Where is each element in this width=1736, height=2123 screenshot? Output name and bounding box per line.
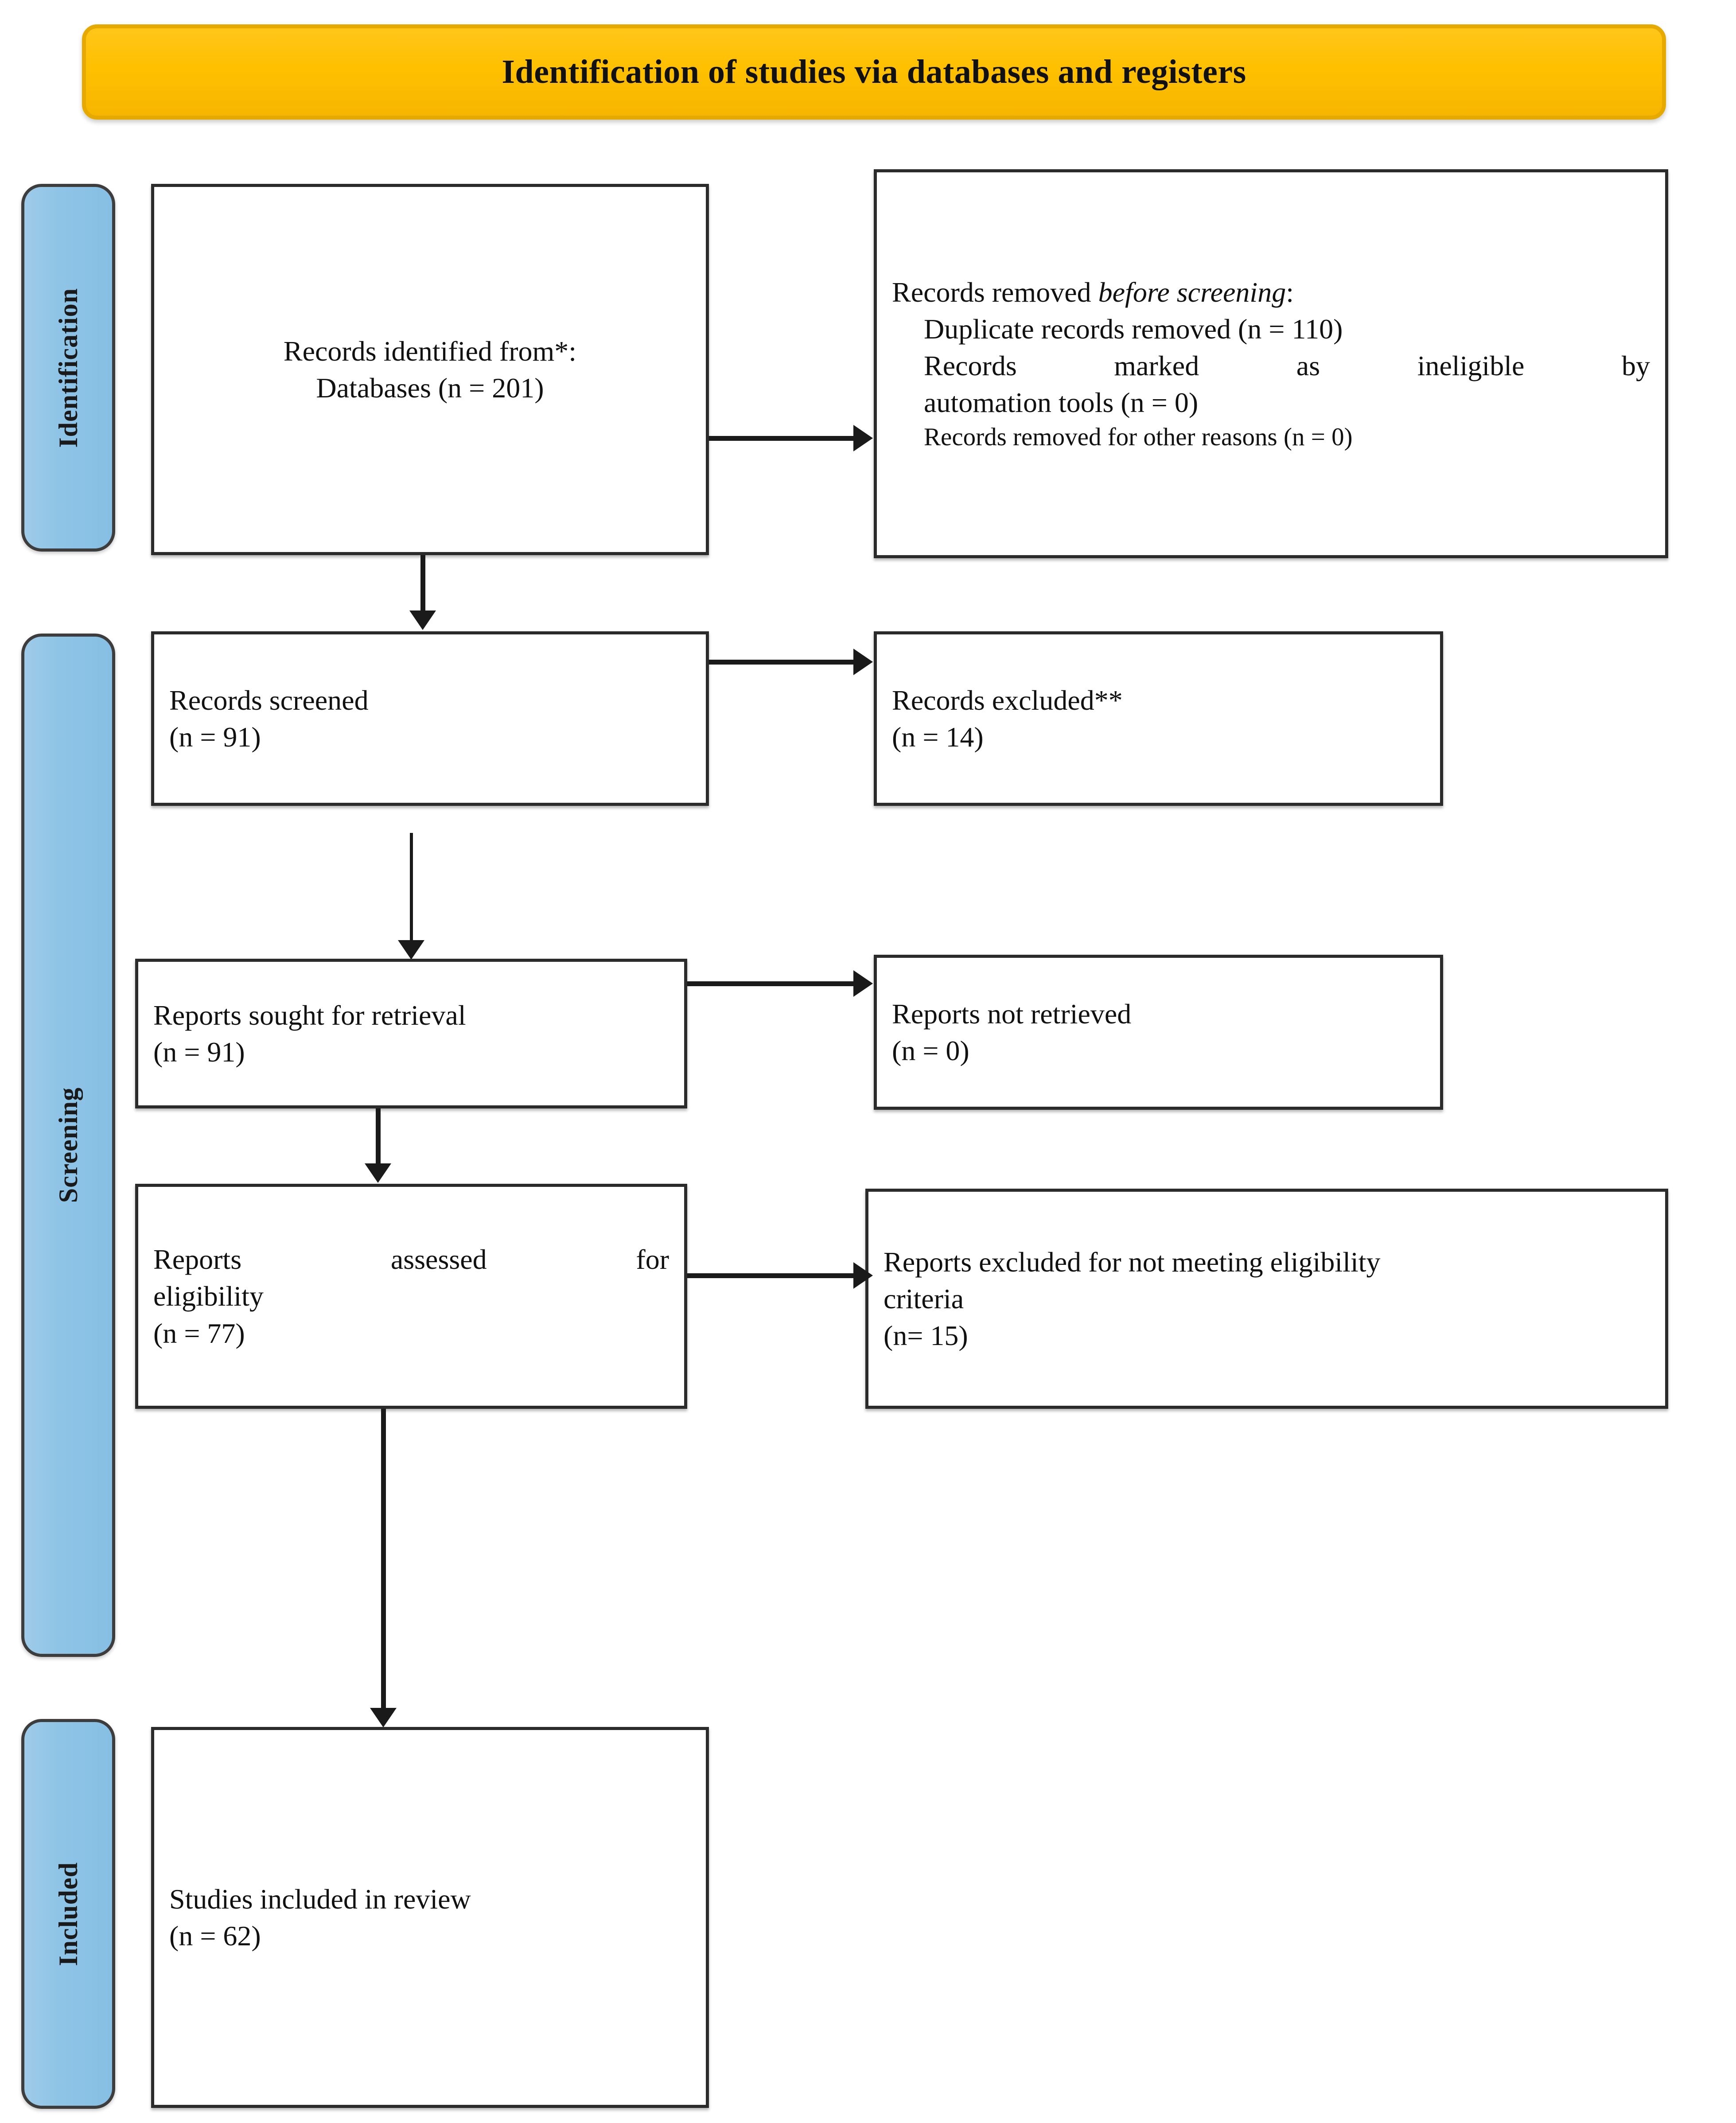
box-studies-included: Studies included in review (n = 62) [151, 1727, 709, 2108]
diagram-header-banner: Identification of studies via databases … [82, 24, 1666, 120]
records-screened-line1: Records screened [169, 684, 369, 716]
studies-included-line1: Studies included in review [169, 1883, 471, 1915]
reports-excluded-line3: (n= 15) [884, 1320, 968, 1352]
records-screened-line2: (n = 91) [169, 721, 261, 753]
phase-bar-included: Included [21, 1719, 115, 2109]
connector-sought-to-not-retrieved [687, 981, 856, 986]
connector-identified-to-removed [709, 436, 855, 441]
arrowhead-screened-to-reports-sought [398, 940, 424, 960]
reports-assessed-line1: Reports assessed for [153, 1244, 669, 1275]
connector-screened-to-reports-sought [410, 833, 413, 955]
box-records-identified: Records identified from*: Databases (n =… [151, 184, 709, 555]
records-excluded-line2: (n = 14) [892, 721, 984, 753]
connector-assessed-to-included [381, 1409, 386, 1710]
reports-sought-line1: Reports sought for retrieval [153, 999, 466, 1031]
reports-sought-line2: (n = 91) [153, 1036, 245, 1068]
box-reports-excluded: Reports excluded for not meeting eligibi… [865, 1189, 1668, 1409]
reports-assessed-line2: eligibility [153, 1280, 264, 1312]
box-reports-sought: Reports sought for retrieval (n = 91) [135, 959, 687, 1108]
arrowhead-assessed-to-included [370, 1708, 397, 1727]
arrowhead-assessed-to-excluded [853, 1262, 873, 1289]
studies-included-line2: (n = 62) [169, 1920, 261, 1952]
reports-excluded-line2: criteria [884, 1283, 964, 1314]
arrowhead-identified-to-screened [409, 610, 436, 630]
reports-not-retrieved-line1: Reports not retrieved [892, 998, 1132, 1030]
page-title: Identification of studies via databases … [502, 53, 1246, 90]
box-records-excluded: Records excluded** (n = 14) [874, 631, 1443, 806]
phase-label-included: Included [53, 1862, 83, 1966]
records-excluded-line1: Records excluded** [892, 684, 1123, 716]
phase-bar-screening: Screening [21, 634, 115, 1657]
connector-screened-to-excluded [709, 660, 855, 665]
arrowhead-sought-to-not-retrieved [853, 970, 873, 997]
box-records-screened: Records screened (n = 91) [151, 631, 709, 806]
phase-bar-identification: Identification [21, 184, 115, 552]
arrowhead-sought-to-assessed [365, 1163, 391, 1183]
reports-assessed-line3: (n = 77) [153, 1317, 245, 1349]
records-removed-item1: Duplicate records removed (n = 110) [924, 313, 1343, 345]
reports-not-retrieved-line2: (n = 0) [892, 1035, 969, 1066]
connector-sought-to-assessed [376, 1108, 381, 1166]
records-identified-line2: Databases (n = 201) [316, 372, 544, 404]
connector-identified-to-screened [420, 555, 425, 613]
records-identified-line1: Records identified from*: [283, 335, 577, 367]
records-removed-item3: Records removed for other reasons (n = 0… [924, 423, 1353, 451]
arrowhead-screened-to-excluded [853, 649, 873, 675]
phase-label-screening: Screening [53, 1087, 83, 1203]
records-removed-item2-a: Records marked as ineligible by [924, 350, 1650, 381]
box-records-removed: Records removed before screening: Duplic… [874, 169, 1668, 558]
arrowhead-identified-to-removed [853, 425, 873, 451]
records-removed-item2-b: automation tools (n = 0) [924, 387, 1199, 419]
phase-label-identification: Identification [53, 288, 83, 448]
reports-excluded-line1: Reports excluded for not meeting eligibi… [884, 1246, 1381, 1278]
connector-assessed-to-excluded [687, 1273, 856, 1278]
records-removed-heading-italic: before screening [1098, 276, 1286, 308]
records-removed-heading: Records removed before screening: [892, 276, 1294, 308]
box-reports-not-retrieved: Reports not retrieved (n = 0) [874, 955, 1443, 1110]
box-reports-assessed: Reports assessed for eligibility (n = 77… [135, 1184, 687, 1409]
